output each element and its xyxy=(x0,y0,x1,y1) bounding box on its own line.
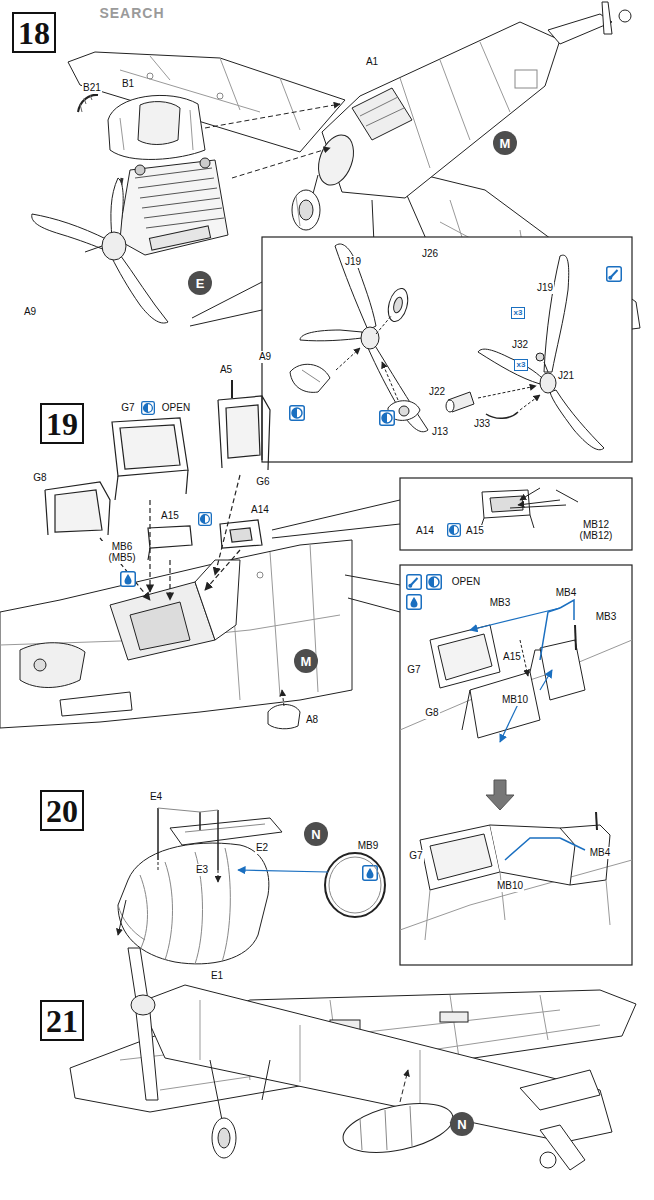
sub-assembly-marker: N xyxy=(450,1112,474,1136)
part-number: A15 xyxy=(465,525,485,537)
sub-assembly-marker: E xyxy=(188,271,212,295)
drop-tank xyxy=(118,808,385,964)
part-number: A15 xyxy=(160,510,180,522)
aircraft-underside-view xyxy=(70,948,636,1170)
part-number: J19 xyxy=(344,256,362,268)
part-number: E3 xyxy=(195,864,209,876)
node-text: 21 xyxy=(46,1005,78,1037)
watermark: SEARCH xyxy=(98,5,165,21)
step-number: 18 xyxy=(12,12,56,53)
detail-callout xyxy=(272,478,632,550)
part-number: B1 xyxy=(121,78,135,90)
part-number: J33 xyxy=(473,418,491,430)
part-number: E4 xyxy=(149,791,163,803)
part-number: MB9 xyxy=(357,840,380,852)
part-number: A5 xyxy=(219,364,233,376)
part-number: J22 xyxy=(428,386,446,398)
part-number: J13 xyxy=(431,426,449,438)
part-number: MB4 xyxy=(589,847,612,859)
node-text: M xyxy=(301,655,312,668)
step-number: 20 xyxy=(40,790,84,831)
node-text: 18 xyxy=(18,17,50,49)
part-number: MB3 xyxy=(489,597,512,609)
part-number: A1 xyxy=(365,56,379,68)
quantity-mark: x3 xyxy=(514,359,529,371)
fuselage-cockpit-view xyxy=(0,540,352,729)
part-number: J26 xyxy=(421,248,439,260)
step-number: 21 xyxy=(40,1000,84,1041)
paint-icons xyxy=(290,267,622,426)
node-text: N xyxy=(457,1118,466,1131)
detail-callout xyxy=(190,237,632,462)
part-number: J32 xyxy=(511,339,529,351)
part-number: A9 xyxy=(23,306,37,318)
part-number: A14 xyxy=(250,504,270,516)
note: OPEN xyxy=(451,576,481,588)
sub-assembly-marker: N xyxy=(304,822,328,846)
node-text: 20 xyxy=(46,795,78,827)
node-text: x3 xyxy=(517,361,526,369)
part-number: A14 xyxy=(415,525,435,537)
part-number: J21 xyxy=(557,370,575,382)
part-number: MB10 xyxy=(496,880,524,892)
part-number: A15 xyxy=(502,651,522,663)
part-number: G7 xyxy=(408,850,423,862)
part-number: G8 xyxy=(32,472,47,484)
part-number: E1 xyxy=(210,970,224,982)
step-number: 19 xyxy=(40,403,84,444)
note: OPEN xyxy=(161,402,191,414)
node-text: N xyxy=(311,828,320,841)
paint-icons xyxy=(121,402,461,881)
sub-assembly-marker: M xyxy=(493,131,517,155)
part-number: A8 xyxy=(305,714,319,726)
part-number: MB12 (MB12) xyxy=(575,519,617,542)
part-number: MB4 xyxy=(555,587,578,599)
node-text: 19 xyxy=(46,408,78,440)
part-number: B21 xyxy=(82,82,102,94)
sub-assembly-marker: M xyxy=(294,649,318,673)
part-number: MB6 (MB5) xyxy=(101,541,143,564)
part-number: J19 xyxy=(536,282,554,294)
node-text: E xyxy=(196,277,205,290)
part-number: E2 xyxy=(255,842,269,854)
detail-callout xyxy=(345,565,632,965)
node-text: M xyxy=(500,137,511,150)
part-number: MB3 xyxy=(595,611,618,623)
quantity-mark: x3 xyxy=(511,307,526,319)
propeller-detail xyxy=(290,244,604,450)
part-number: G7 xyxy=(120,402,135,414)
part-number: MB10 xyxy=(501,694,529,706)
part-number: G7 xyxy=(406,664,421,676)
part-number: G6 xyxy=(255,476,270,488)
part-number: G8 xyxy=(424,707,439,719)
part-number: A9 xyxy=(258,351,272,363)
node-text: x3 xyxy=(514,309,523,317)
